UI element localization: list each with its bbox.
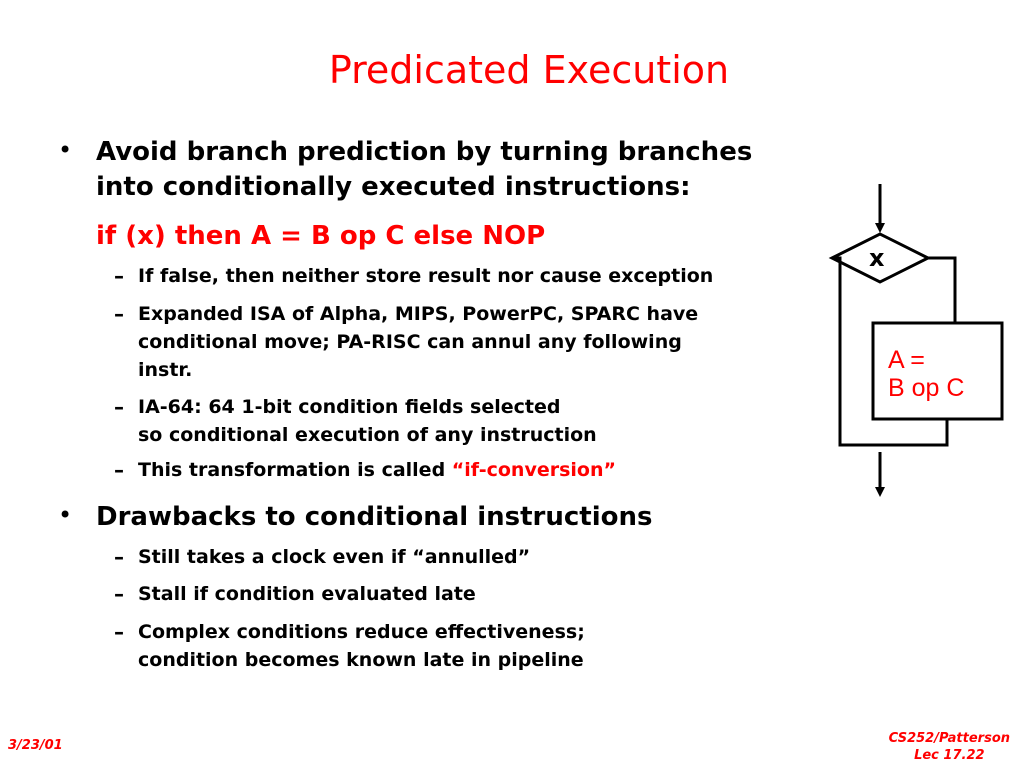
bullet-1-line-2: into conditionally executed instructions… xyxy=(96,172,691,202)
dash-marker: – xyxy=(114,264,124,288)
footer-course: CS252/Patterson xyxy=(888,731,1010,746)
operation-label-line-2: B op C xyxy=(888,374,965,402)
dash-marker: – xyxy=(114,582,124,606)
footer-lecture: Lec 17.22 xyxy=(914,748,985,763)
footer-course-info: CS252/Patterson Lec 17.22 xyxy=(889,730,1010,764)
operation-label: A = B op C xyxy=(888,346,964,402)
condition-label: x xyxy=(869,244,885,272)
merge-line xyxy=(880,419,949,447)
subitem-1-4-prefix: This transformation is called xyxy=(138,459,452,481)
subitem-1-3-line-2: so conditional execution of any instruct… xyxy=(138,424,597,446)
subitem-1-2-line-1: Expanded ISA of Alpha, MIPS, PowerPC, SP… xyxy=(138,303,699,325)
bullet-1-line-1: Avoid branch prediction by turning branc… xyxy=(96,137,753,167)
false-path-line xyxy=(832,256,880,447)
bullet-marker: • xyxy=(58,501,73,529)
subitem-1-3-line-1: IA-64: 64 1-bit condition fields selecte… xyxy=(138,396,561,418)
slide-title: Predicated Execution xyxy=(328,48,730,92)
dash-marker: – xyxy=(114,395,124,419)
bullet-2-line-1: Drawbacks to conditional instructions xyxy=(96,502,653,532)
code-example: if (x) then A = B op C else NOP xyxy=(96,221,546,251)
subitem-1-2-line-2: conditional move; PA-RISC can annul any … xyxy=(138,331,682,353)
subitem-2-1: Still takes a clock even if “annulled” xyxy=(138,546,531,568)
bullet-marker: • xyxy=(58,136,73,164)
subitem-1-1: If false, then neither store result nor … xyxy=(138,265,714,287)
subitem-1-2-line-3: instr. xyxy=(138,359,193,381)
dash-marker: – xyxy=(114,458,124,482)
footer-date: 3/23/01 xyxy=(8,738,63,753)
true-path-line xyxy=(928,256,957,323)
subitem-2-2: Stall if condition evaluated late xyxy=(138,583,476,605)
dash-marker: – xyxy=(114,545,124,569)
subitem-1-4: This transformation is called “if-conver… xyxy=(138,456,616,484)
operation-box xyxy=(871,321,1004,421)
dash-marker: – xyxy=(114,302,124,326)
subitem-2-3-line-1: Complex conditions reduce effectiveness; xyxy=(138,621,585,643)
operation-label-line-1: A = xyxy=(888,346,925,374)
subitem-2-3-line-2: condition becomes known late in pipeline xyxy=(138,649,584,671)
dash-marker: – xyxy=(114,620,124,644)
if-conversion-term: “if-conversion” xyxy=(451,459,616,481)
